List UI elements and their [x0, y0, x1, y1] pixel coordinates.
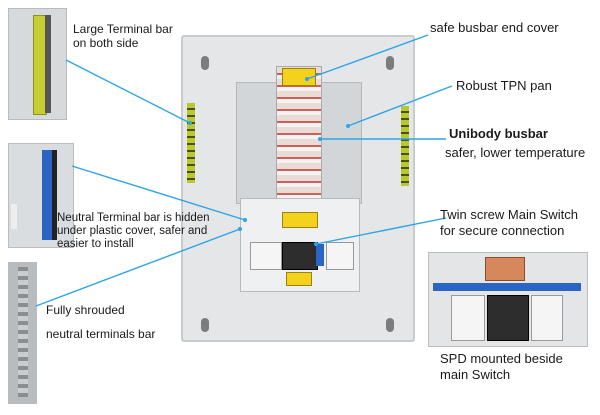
- mounting-slot-icon: [201, 318, 209, 332]
- mounting-slot-icon: [201, 56, 209, 70]
- pointer-dot: [238, 227, 242, 231]
- tpn-pan-label: Robust TPN pan: [456, 78, 552, 93]
- large-terminal-label-line1: Large Terminal bar: [73, 22, 173, 36]
- large-terminal-label: Large Terminal bar on both side: [73, 22, 173, 50]
- large-terminal-bar-photo: [8, 8, 67, 120]
- pointer-line: [71, 165, 246, 221]
- pointer-line: [347, 85, 453, 127]
- mounting-slot-icon: [386, 56, 394, 70]
- pointer-dot: [305, 77, 309, 81]
- busbar-assembly: [276, 66, 322, 202]
- spd-module: [250, 242, 282, 270]
- unibody-title: Unibody busbar: [449, 126, 548, 141]
- spd-photo: [428, 252, 588, 347]
- spd-line2: main Switch: [440, 367, 511, 382]
- pointer-dot: [243, 218, 247, 222]
- pointer-line: [35, 228, 241, 307]
- neutral-label-line1: Neutral Terminal bar is hidden: [57, 212, 210, 224]
- pointer-line: [65, 59, 191, 124]
- large-terminal-label-line2: on both side: [73, 36, 139, 50]
- breaker-module: [326, 242, 354, 270]
- left-terminal-bar: [187, 103, 195, 183]
- right-terminal-bar: [401, 106, 409, 186]
- main-switch-label: Twin screw Main Switch for secure connec…: [440, 207, 578, 239]
- pointer-dot: [346, 124, 350, 128]
- unibody-subtitle: safer, lower temperature: [445, 145, 586, 160]
- shrouded-label: Fully shrouded neutral terminals bar: [46, 302, 155, 343]
- spd-line1: SPD mounted beside: [440, 351, 563, 366]
- pointer-line: [306, 34, 429, 80]
- pointer-dot: [318, 137, 322, 141]
- neutral-label-line2: under plastic cover, safer and: [57, 225, 208, 237]
- shrouded-label-line1: Fully shrouded: [46, 303, 125, 317]
- shrouded-label-line2: neutral terminals bar: [46, 327, 156, 341]
- warning-label: [282, 212, 318, 228]
- pointer-line: [315, 217, 447, 245]
- main-switch-line1: Twin screw Main Switch: [440, 207, 578, 222]
- mounting-slot-icon: [386, 318, 394, 332]
- busbar-end-cover: [282, 68, 316, 86]
- main-switch-line2: for secure connection: [440, 223, 565, 238]
- neutral-terminal-bar-photo: [8, 143, 74, 248]
- spd-label: SPD mounted beside main Switch: [440, 351, 563, 383]
- busbar-cover-label: safe busbar end cover: [430, 20, 559, 35]
- unibody-busbar-label: Unibody busbar safer, lower temperature: [445, 126, 585, 161]
- neutral-link: [316, 244, 324, 266]
- bottom-warning-label: [286, 272, 312, 286]
- neutral-terminal-label: Neutral Terminal bar is hidden under pla…: [57, 212, 210, 251]
- pointer-dot: [314, 242, 318, 246]
- neutral-label-line3: easier to install: [57, 238, 134, 250]
- shrouded-terminals-photo: [8, 262, 37, 404]
- pointer-dot: [188, 121, 192, 125]
- main-switch: [282, 242, 318, 270]
